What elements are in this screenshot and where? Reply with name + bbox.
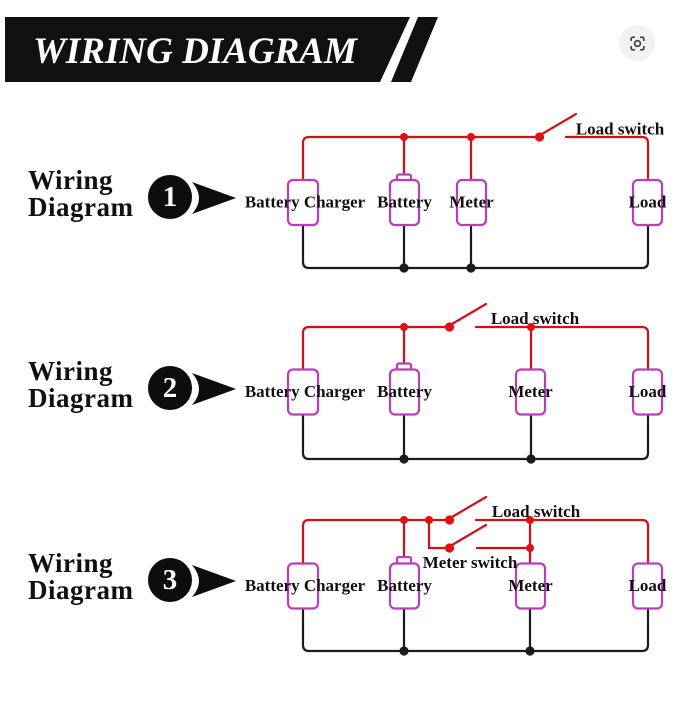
circuit-3: Battery Charger Battery Meter Load Load …: [245, 495, 667, 656]
diagram-1-title: Wiring Diagram: [28, 167, 133, 221]
load-switch-blade: [450, 302, 488, 326]
meter-switch-label: Meter switch: [423, 553, 518, 572]
diagram-number: 2: [162, 371, 178, 404]
diagram-1-number-badge: 1: [148, 175, 192, 219]
negative-junction-dots: [399, 263, 476, 273]
diagram-title-line2: Diagram: [28, 383, 134, 413]
negative-wires: [301, 223, 650, 270]
meter-box: [455, 178, 488, 227]
arrow-right-icon: [192, 565, 236, 597]
banner-tail-stripe: [391, 17, 438, 82]
diagram-title-line2: Diagram: [28, 575, 134, 605]
load-switch-label: Load switch: [576, 120, 665, 139]
diagram-2-number-badge: 2: [148, 366, 192, 410]
load-box: [631, 368, 664, 416]
title-banner: WIRING DIAGRAM: [5, 17, 438, 82]
battery-charger-label: Battery Charger: [245, 382, 366, 401]
diagram-3-title: Wiring Diagram: [28, 550, 133, 604]
component-boxes: [286, 555, 664, 610]
circuit-2: Battery Charger Battery Meter Load Load …: [245, 302, 667, 464]
image-search-lens-button[interactable]: [619, 25, 655, 61]
diagram-number: 3: [162, 563, 178, 596]
load-switch-blade: [450, 495, 488, 519]
banner-shape: [5, 17, 410, 82]
battery-charger-label: Battery Charger: [245, 576, 366, 595]
battery-charger-box: [286, 178, 320, 227]
positive-wires: [301, 495, 650, 566]
diagram-title-line1: Wiring: [28, 165, 114, 195]
diagram-number: 1: [162, 180, 178, 213]
arrow-right-icon: [192, 373, 236, 405]
negative-wires: [301, 607, 650, 653]
battery-charger-box: [286, 368, 320, 416]
circuit-1: Battery Charger Battery Meter Load Load …: [245, 112, 667, 273]
component-boxes: [286, 362, 664, 416]
diagram-2-title: Wiring Diagram: [28, 358, 133, 412]
negative-junction-dots: [399, 454, 536, 464]
arrow-right-icon: [192, 182, 236, 214]
meter-box: [514, 562, 547, 610]
positive-junction-dots: [400, 515, 534, 553]
battery-box: [388, 562, 421, 610]
battery-label: Battery: [377, 576, 432, 595]
component-boxes: [286, 173, 664, 227]
diagram-title-line1: Wiring: [28, 356, 114, 386]
negative-wires: [301, 413, 650, 461]
diagram-title-line1: Wiring: [28, 548, 114, 578]
battery-charger-label: Battery Charger: [245, 193, 366, 212]
load-label: Load: [629, 193, 667, 212]
positive-junction-dots: [400, 132, 545, 142]
battery-label: Battery: [377, 382, 432, 401]
meter-switch-blade: [450, 523, 488, 547]
load-switch-blade: [540, 112, 578, 136]
positive-wires: [301, 302, 650, 373]
load-box: [631, 178, 664, 227]
meter-label: Meter: [508, 576, 553, 595]
load-label: Load: [629, 382, 667, 401]
load-switch-label: Load switch: [491, 309, 580, 328]
meter-box: [514, 368, 547, 416]
diagram-title-line2: Diagram: [28, 192, 134, 222]
page-title: WIRING DIAGRAM: [33, 31, 358, 72]
battery-charger-box: [286, 562, 320, 610]
load-box: [631, 562, 664, 610]
meter-label: Meter: [449, 193, 494, 212]
lens-icon: [629, 35, 645, 51]
battery-box: [388, 178, 421, 227]
diagram-3-number-badge: 3: [148, 558, 192, 602]
battery-box: [388, 368, 421, 416]
load-label: Load: [629, 576, 667, 595]
negative-junction-dots: [399, 646, 535, 656]
meter-label: Meter: [508, 382, 553, 401]
load-switch-label: Load switch: [492, 502, 581, 521]
positive-wires: [301, 112, 650, 183]
positive-junction-dots: [400, 322, 535, 332]
battery-label: Battery: [377, 193, 432, 212]
